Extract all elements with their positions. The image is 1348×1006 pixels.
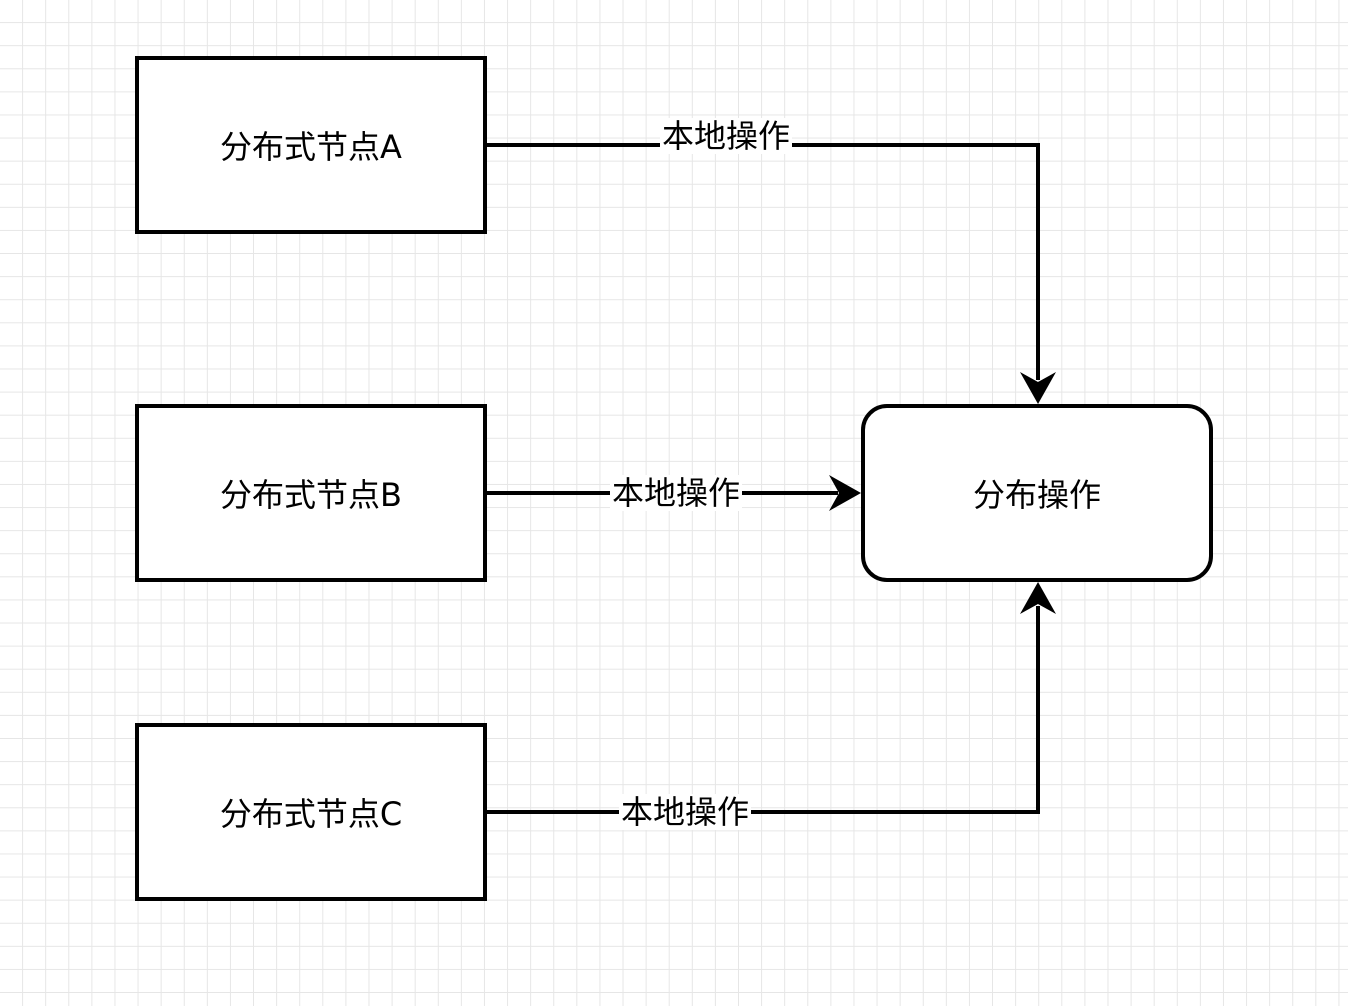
node-distributed-c[interactable]: 分布式节点C bbox=[135, 723, 487, 901]
node-label: 分布式节点A bbox=[220, 128, 402, 166]
edge-a-to-op[interactable] bbox=[487, 143, 1056, 404]
arrowhead-icon bbox=[1020, 582, 1056, 614]
node-label: 分布式节点B bbox=[220, 476, 402, 514]
node-distributed-a[interactable]: 分布式节点A bbox=[135, 56, 487, 234]
edge-c-to-op[interactable] bbox=[487, 582, 1056, 814]
edge-label-b: 本地操作 bbox=[610, 474, 743, 512]
arrowhead-icon bbox=[1020, 372, 1056, 404]
edge-label-a: 本地操作 bbox=[660, 117, 793, 155]
node-label: 分布操作 bbox=[972, 476, 1101, 514]
arrowhead-icon bbox=[829, 475, 861, 511]
node-label: 分布式节点C bbox=[219, 795, 403, 833]
edge-label-c: 本地操作 bbox=[619, 793, 752, 831]
node-distributed-b[interactable]: 分布式节点B bbox=[135, 404, 487, 582]
node-distributed-operation[interactable]: 分布操作 bbox=[861, 404, 1213, 582]
